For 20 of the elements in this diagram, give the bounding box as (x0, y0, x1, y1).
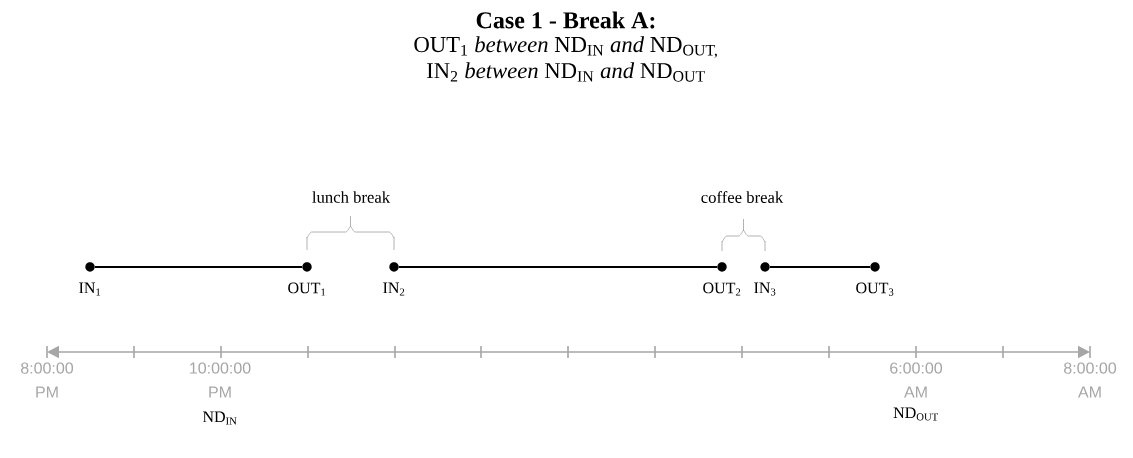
dot-label: OUT$_{2}$ (703, 282, 741, 296)
time-marker-label: ND$_{OUT}$ (893, 407, 938, 421)
brace-label: lunch break (312, 191, 391, 203)
dot-label: IN$_{3}$ (754, 282, 776, 296)
brace-label: coffee break (701, 191, 784, 203)
timeline-segment (769, 265, 871, 269)
time-marker-label: ND$_{IN}$ (202, 411, 237, 425)
subtitle: OUT$_{1}$ between ND$_{IN}$ and ND$_{OUT,}$ (414, 36, 717, 58)
tick-label: 6:00:00 AM (890, 362, 943, 398)
title: Case 1 - Break A: (476, 11, 655, 29)
subtitle: IN$_{2}$ between ND$_{IN}$ and ND$_{OUT}$ (427, 62, 705, 82)
dot-label: IN$_{2}$ (383, 282, 405, 296)
tick-label: 8:00:00 PM (21, 362, 74, 398)
dot-label: OUT$_{1}$ (288, 282, 326, 296)
tick-label: 10:00:00 PM (190, 362, 251, 398)
timeline-segment (94, 265, 303, 269)
timeline-segment (398, 265, 718, 269)
dot-label: OUT$_{3}$ (856, 282, 894, 296)
dot-label: IN$_{1}$ (79, 282, 101, 296)
tick-label: 8:00:00 AM (1064, 362, 1117, 398)
